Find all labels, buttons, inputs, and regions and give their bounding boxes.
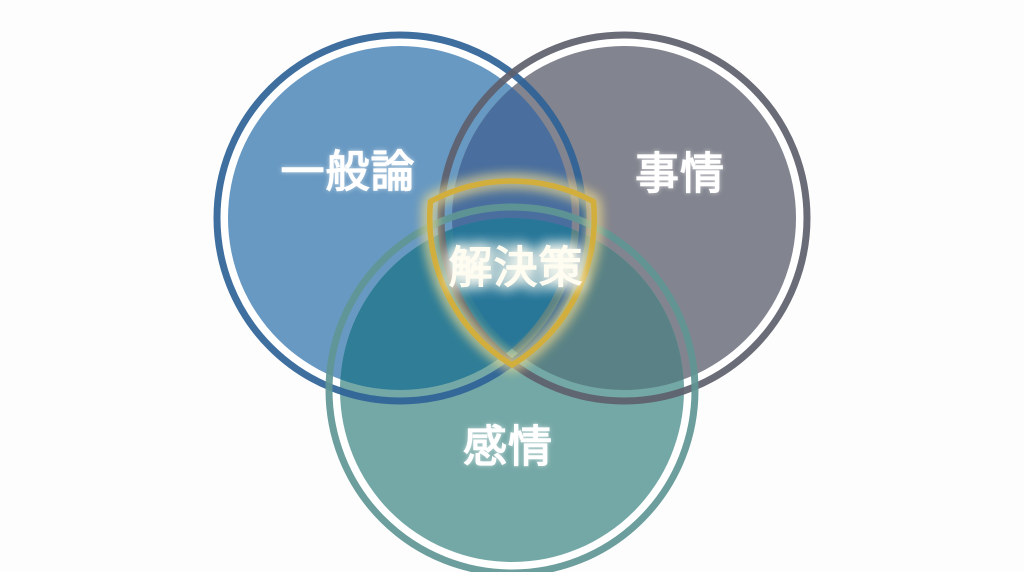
- circle-outlines: [213, 31, 811, 572]
- label-bottom-circle: 感情: [463, 422, 553, 473]
- center-highlight-shape[interactable]: [425, 176, 599, 370]
- overlap-regions: [340, 46, 684, 390]
- overlap-left-bottom: [340, 218, 572, 390]
- overlap-right-bottom: [452, 218, 684, 390]
- outline-ring-bottom[interactable]: [325, 203, 699, 572]
- label-left-circle: 一般論: [281, 147, 416, 198]
- label-right-circle: 事情: [635, 149, 725, 200]
- circle-labels: 一般論 事情 感情: [281, 147, 725, 473]
- label-center-solution: 解決策: [449, 243, 584, 294]
- center-label-group: 解決策 解決策: [449, 243, 584, 294]
- reuleaux-outline: [426, 178, 598, 368]
- label-center-glow: 解決策: [449, 243, 584, 294]
